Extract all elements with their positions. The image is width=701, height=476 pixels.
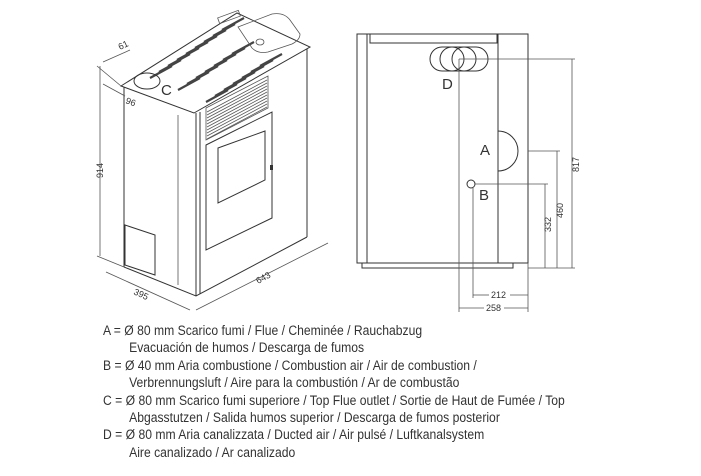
grille-slat xyxy=(206,91,268,125)
vent-slot xyxy=(231,41,255,55)
grille-slat xyxy=(206,82,268,116)
grille-slat xyxy=(206,85,268,119)
grille-slat xyxy=(206,106,268,140)
dim-460: 460 xyxy=(555,203,565,218)
legend-b-line2: Verbrennungsluft / Aire para la combusti… xyxy=(129,375,460,391)
dim-line-395 xyxy=(105,271,191,311)
vent-slot xyxy=(259,53,283,67)
grille-slats xyxy=(206,79,268,140)
legend-d-line1: D = Ø 80 mm Aria canalizzata / Ducted ai… xyxy=(103,427,485,443)
dim-914: 914 xyxy=(95,163,105,178)
dim-ext xyxy=(96,65,122,87)
legend-d-line2: Aire canalizado / Ar canalizado xyxy=(129,444,296,460)
combustion-air-b xyxy=(466,179,476,189)
door xyxy=(205,111,273,251)
label-b: B xyxy=(479,187,489,204)
dim-line-96 xyxy=(102,83,126,97)
label-d: D xyxy=(442,76,453,93)
legend-c-line2: Abgasstutzen / Salida humos superior / D… xyxy=(129,410,500,426)
dim-ext xyxy=(96,255,125,268)
side-hatch xyxy=(124,224,156,276)
isometric-view: C 914 61 96 395 643 xyxy=(95,9,329,311)
dim-line-61 xyxy=(102,49,131,63)
pellet-lid xyxy=(237,13,301,53)
grille-slat xyxy=(206,79,268,113)
legend-c-line1: C = Ø 80 mm Scarico fumi superiore / Top… xyxy=(103,392,565,408)
side-base xyxy=(361,263,514,269)
grille-slat xyxy=(206,94,268,128)
side-view: D A B 817 460 332 212 258 xyxy=(356,33,581,313)
dim-96: 96 xyxy=(124,95,137,108)
dim-817: 817 xyxy=(571,157,581,172)
dim-395: 395 xyxy=(132,287,150,302)
legend: A = Ø 80 mm Scarico fumi / Flue / Chemin… xyxy=(103,322,565,461)
dim-258: 258 xyxy=(486,303,501,313)
grille-slat xyxy=(206,103,268,137)
grille-slat xyxy=(206,97,268,131)
dim-212: 212 xyxy=(491,290,506,300)
top-vents xyxy=(149,17,283,103)
dim-332: 332 xyxy=(543,217,553,232)
side-outline xyxy=(356,33,529,264)
door-glass xyxy=(217,130,266,204)
legend-a-line2: Evacuación de humos / Descarga de fumos xyxy=(129,340,365,356)
side-top-bar xyxy=(369,34,498,44)
front-grille xyxy=(205,75,269,141)
vent-slot xyxy=(221,17,245,31)
grille-slat xyxy=(206,88,268,122)
legend-b-line1: B = Ø 40 mm Aria combustione / Combustio… xyxy=(103,357,477,373)
door-handle xyxy=(270,165,273,170)
label-c: C xyxy=(161,82,172,99)
control-panel xyxy=(217,9,241,25)
lid-handle xyxy=(255,38,265,46)
edge-bottom xyxy=(123,236,308,297)
grille-slat xyxy=(206,100,268,134)
flue-c-circle xyxy=(133,72,161,90)
flue-a xyxy=(497,130,519,172)
stove-top xyxy=(119,12,312,114)
dim-61: 61 xyxy=(117,39,130,52)
label-a: A xyxy=(480,142,490,159)
dim-line-643 xyxy=(195,242,329,311)
legend-a-line1: A = Ø 80 mm Scarico fumi / Flue / Chemin… xyxy=(103,323,423,338)
